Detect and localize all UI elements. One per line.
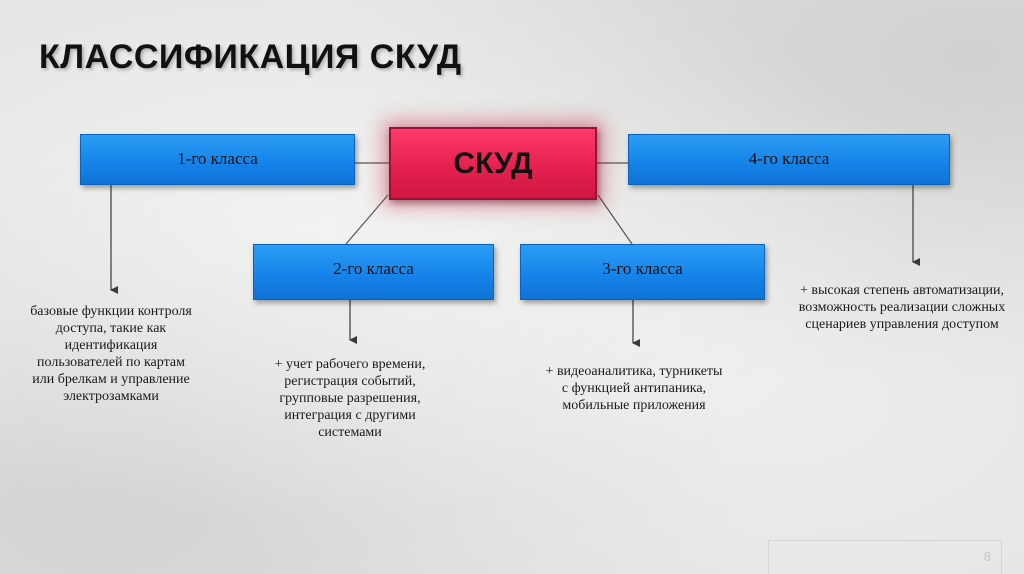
class-4-label: 4-го класса [748, 149, 830, 168]
class-1-box: 1-го класса [80, 134, 355, 185]
center-label: СКУД [453, 146, 533, 180]
class-1-description: базовые функции контроля доступа, такие … [30, 304, 192, 404]
page-number: 8 [983, 549, 991, 564]
page-title: КЛАССИФИКАЦИЯ СКУД [39, 38, 462, 76]
page-number-frame: 8 [768, 540, 1002, 574]
class-4-box: 4-го класса [628, 134, 950, 185]
connector-center-class2 [345, 194, 389, 245]
class-2-box: 2-го класса [253, 244, 494, 300]
class-3-description: + видеоаналитика, турникеты с функцией а… [545, 364, 723, 413]
center-skud-box: СКУД [389, 127, 597, 200]
class-3-box: 3-го класса [520, 244, 765, 300]
class-2-description: + учет рабочего времени, регистрация соб… [274, 357, 426, 440]
connector-center-class3 [597, 194, 633, 245]
class-1-label: 1-го класса [177, 149, 258, 168]
class-3-label: 3-го класса [602, 259, 683, 278]
class-4-description: + высокая степень автоматизации, возможн… [798, 283, 1006, 332]
class-2-label: 2-го класса [333, 259, 414, 278]
